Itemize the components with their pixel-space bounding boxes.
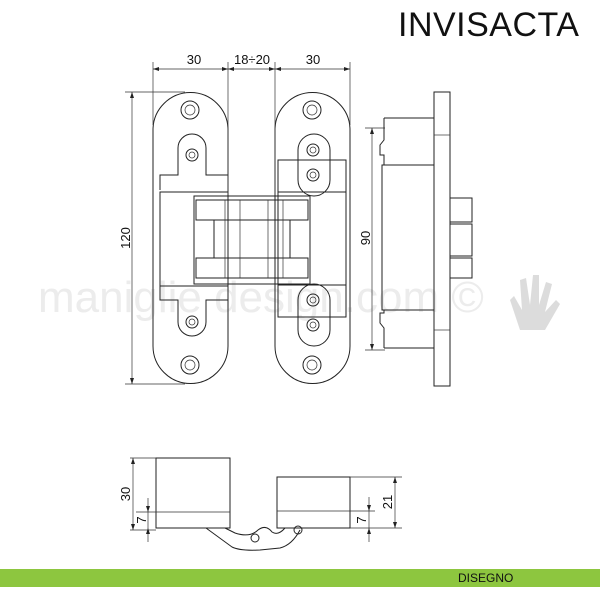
footer-bar xyxy=(0,569,600,587)
product-title: INVISACTA xyxy=(398,6,580,44)
front-view-right-leaf xyxy=(274,92,351,384)
dim-front-right-width: 30 xyxy=(306,52,320,67)
svg-text:maniglie design.com ©: maniglie design.com © xyxy=(38,273,484,322)
bottom-view: 30 7 21 7 xyxy=(118,457,402,551)
watermark: maniglie design.com © xyxy=(38,273,560,330)
side-view xyxy=(379,91,473,387)
front-view-left-leaf xyxy=(152,92,229,384)
dim-front-left-width: 30 xyxy=(187,52,201,67)
footer-label: DISEGNO xyxy=(458,571,514,585)
dim-bottom-right-depth: 21 xyxy=(380,495,395,509)
dim-front-height: 120 xyxy=(118,227,133,249)
front-dimensions: 30 18÷20 30 120 90 xyxy=(118,52,385,385)
dim-side-height: 90 xyxy=(358,231,373,245)
hand-icon xyxy=(510,275,560,330)
dim-bottom-left-offset: 7 xyxy=(134,516,149,523)
dim-bottom-right-offset: 7 xyxy=(354,516,369,523)
dim-bottom-left-depth: 30 xyxy=(118,487,133,501)
hinge-mechanism xyxy=(193,195,311,285)
dim-front-gap: 18÷20 xyxy=(234,52,270,67)
